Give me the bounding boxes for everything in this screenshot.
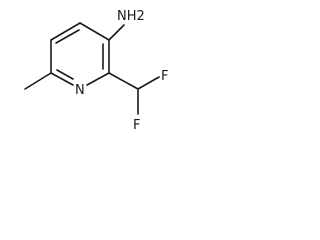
atom-label-f-bottom: F: [133, 118, 140, 133]
bond-c3-nh2: [108, 24, 125, 41]
bond-c4-c5: [50, 22, 81, 41]
atom-label-ring-n: N: [75, 83, 85, 98]
bond-chf2-f-top: [137, 76, 160, 90]
bond-c6-methyl: [24, 72, 52, 90]
atom-label-f-top: F: [161, 69, 168, 84]
bond-c3-c4: [79, 22, 110, 41]
structure-drawing: NH2 N F F: [24, 9, 168, 133]
bond-c6-n1-inner: [56, 69, 74, 80]
bond-c6-n1: [50, 72, 74, 86]
bond-n1-c2: [86, 72, 110, 86]
atom-label-nh2: NH2: [117, 9, 145, 24]
bond-c2-chf2: [108, 72, 139, 90]
bond-c4-c5-inner: [55, 29, 80, 44]
